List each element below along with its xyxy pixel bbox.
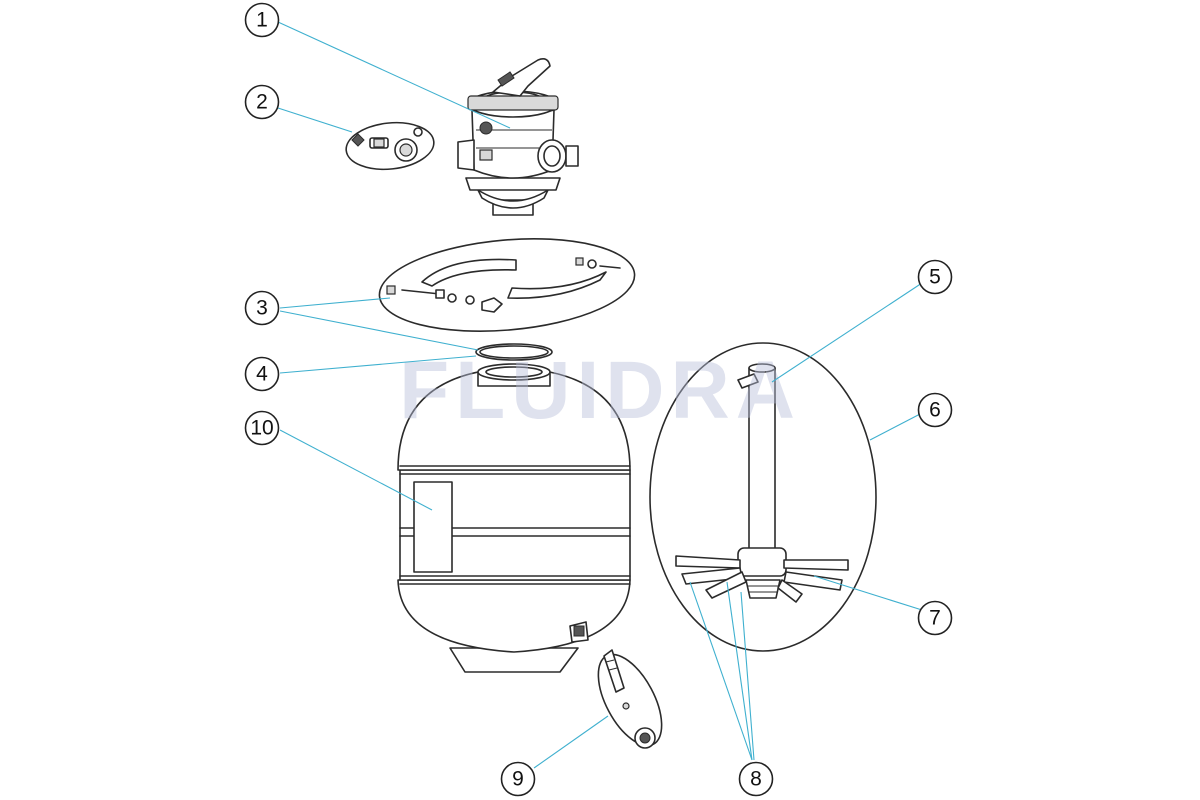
callout-7: 7 bbox=[917, 600, 953, 636]
multiport-valve[interactable] bbox=[457, 58, 579, 216]
callout-8: 8 bbox=[738, 761, 774, 797]
svg-text:5: 5 bbox=[929, 266, 941, 289]
lateral-assembly[interactable] bbox=[649, 342, 877, 652]
svg-text:6: 6 bbox=[929, 399, 941, 422]
svg-text:9: 9 bbox=[512, 768, 524, 791]
callout-2: 2 bbox=[244, 84, 280, 120]
clamp-kit[interactable] bbox=[376, 229, 639, 341]
svg-text:10: 10 bbox=[250, 417, 273, 440]
o-ring[interactable] bbox=[475, 343, 553, 361]
svg-text:4: 4 bbox=[256, 363, 268, 386]
callout-1: 1 bbox=[244, 2, 280, 38]
drain-plug-assembly[interactable] bbox=[585, 645, 674, 756]
leader-lines bbox=[277, 21, 923, 769]
callout-9: 9 bbox=[500, 761, 536, 797]
callout-6: 6 bbox=[917, 392, 953, 428]
svg-text:3: 3 bbox=[256, 297, 268, 320]
filter-tank[interactable] bbox=[397, 363, 631, 673]
callout-5: 5 bbox=[917, 259, 953, 295]
callout-4: 4 bbox=[244, 356, 280, 392]
callout-3: 3 bbox=[244, 290, 280, 326]
svg-text:7: 7 bbox=[929, 607, 941, 630]
callout-10: 10 bbox=[244, 410, 280, 446]
valve-hardware-kit[interactable] bbox=[344, 119, 436, 174]
svg-text:8: 8 bbox=[750, 768, 762, 791]
fluidra-watermark: FLUIDRA bbox=[399, 345, 801, 436]
svg-text:2: 2 bbox=[256, 91, 268, 114]
svg-text:1: 1 bbox=[256, 9, 268, 32]
